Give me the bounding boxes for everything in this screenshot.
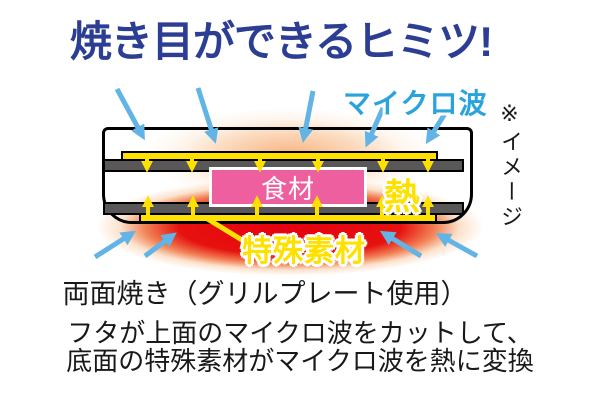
description-line-1: フタが上面のマイクロ波をカットして、 <box>67 318 533 348</box>
food-label: 食材 <box>260 173 315 204</box>
image-disclaimer-note: ※イメージ <box>498 102 523 230</box>
food-box: 食材 <box>209 167 367 207</box>
microwave-label: マイクロ波 <box>343 88 488 119</box>
page-title: 焼き目ができるヒミツ! <box>69 18 493 65</box>
base-special-material-layer <box>139 213 437 223</box>
description-text: フタが上面のマイクロ波をカットして、 底面の特殊素材がマイクロ波を熱に変換 <box>0 319 600 375</box>
diagram-caption: 両面焼き（グリルプレート使用） <box>62 279 468 309</box>
description-line-2: 底面の特殊素材がマイクロ波を熱に変換 <box>66 346 534 376</box>
special-material-label: 特殊素材 <box>242 235 366 268</box>
heat-label: 熱 <box>384 176 421 217</box>
